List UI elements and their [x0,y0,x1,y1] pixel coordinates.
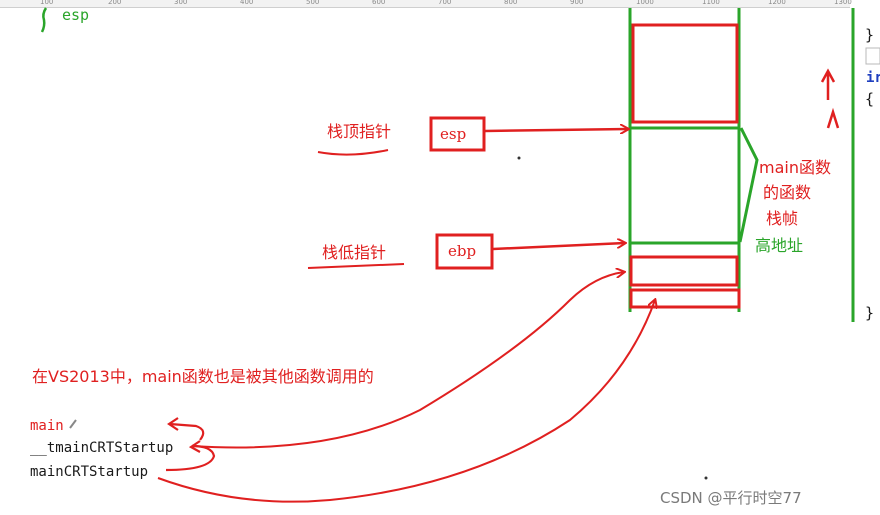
stack-bottom-pointer-label: 栈低指针 [322,243,386,262]
ruler-tick: 1300 [834,0,852,6]
ebp-pointer-arrow [492,243,625,251]
high-address-label: 高地址 [755,236,803,255]
stack-top-pointer-label: 栈顶指针 [327,122,391,141]
call-main: main [30,418,64,434]
top-esp-label: esp [62,6,89,24]
up-arrow-mark [820,68,836,100]
up-caret-mark [826,107,840,129]
ebp-register-label: ebp [448,242,476,260]
ebp-register-box [435,233,494,270]
ruler-tick: 1200 [768,0,786,6]
main-frame-line2: 的函数 [763,183,811,202]
ruler-tick: 400 [240,0,254,6]
margin-brace-close-1: } [865,26,874,44]
esp-register-label: esp [440,125,466,143]
green-brace [40,7,48,33]
ruler-tick: 500 [306,0,320,6]
margin-keyword-fragment: ir [866,70,880,86]
margin-brace-open: { [865,90,874,108]
call-maincrtstartup: mainCRTStartup [30,464,148,480]
stack-bottom-underline [307,263,405,269]
stack-cell-bottom [629,288,741,309]
ruler-tick: 900 [570,0,584,6]
esp-pointer-arrow [484,129,628,131]
csdn-watermark: CSDN @平行时空77 [660,489,802,507]
margin-brace-close-2: } [865,304,874,322]
stack-cell-top [631,23,739,124]
vs2013-note: 在VS2013中，main函数也是被其他函数调用的 [32,367,374,386]
main-frame-line1: main函数 [759,158,831,177]
ruler-tick: 200 [108,0,122,6]
ruler-tick: 700 [438,0,452,6]
stray-dot [704,476,708,480]
ruler-tick: 800 [504,0,518,6]
back-arrow-main [167,417,205,441]
ruler: 100 200 300 400 500 600 700 800 900 1000… [0,0,852,8]
ruler-tick: 600 [372,0,386,6]
curve-tmain-to-stack [191,272,624,449]
curve-main-to-stack [157,300,655,503]
ruler-tick: 1000 [636,0,654,6]
main-frame-line3: 栈帧 [766,209,798,228]
esp-register-box [429,116,486,152]
stack-cell-below-ebp [629,255,739,287]
frame-bracket [738,127,759,243]
ruler-tick: 1100 [702,0,720,6]
call-tmaincrtstartup: __tmainCRTStartup [30,440,173,456]
stack-top-underline [317,149,389,156]
stray-dot [517,156,521,160]
ruler-tick: 300 [174,0,188,6]
margin-box [865,47,880,65]
ruler-tick: 100 [40,0,54,6]
pen-cursor-icon [69,419,77,429]
